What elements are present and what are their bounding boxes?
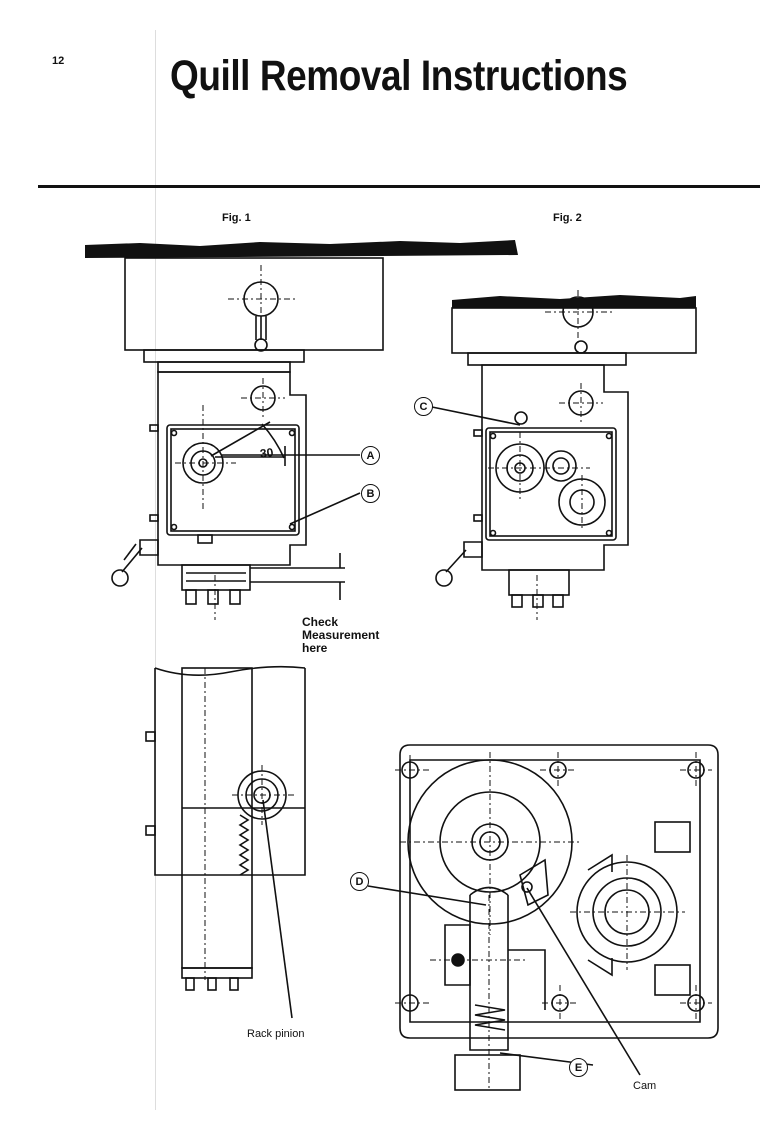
- rack-pinion-label: Rack pinion: [247, 1028, 305, 1040]
- check-line-2: Measurement: [302, 628, 380, 642]
- cam-label: Cam: [633, 1080, 657, 1092]
- fig1-drawing: [85, 240, 518, 605]
- angle-label: 30: [259, 445, 275, 461]
- check-line-3: here: [302, 641, 328, 655]
- gearbox-drawing: [367, 744, 719, 1091]
- check-line-1: Check: [302, 615, 339, 629]
- check-measurement-label: Check Measurement here: [302, 616, 379, 655]
- title-rule: [38, 185, 760, 188]
- callout-d: D: [350, 872, 369, 891]
- page-number: 12: [52, 55, 65, 67]
- page-title: Quill Removal Instructions: [170, 52, 628, 100]
- fig2-label: Fig. 2: [553, 212, 582, 224]
- callout-b: B: [361, 484, 380, 503]
- callout-c: C: [414, 397, 433, 416]
- callout-e: E: [569, 1058, 588, 1077]
- rack-pinion-drawing: [145, 665, 306, 1019]
- fig2-drawing: [431, 295, 697, 608]
- page-fold-shadow: [155, 30, 156, 1110]
- fig1-label: Fig. 1: [222, 212, 251, 224]
- callout-a: A: [361, 446, 380, 465]
